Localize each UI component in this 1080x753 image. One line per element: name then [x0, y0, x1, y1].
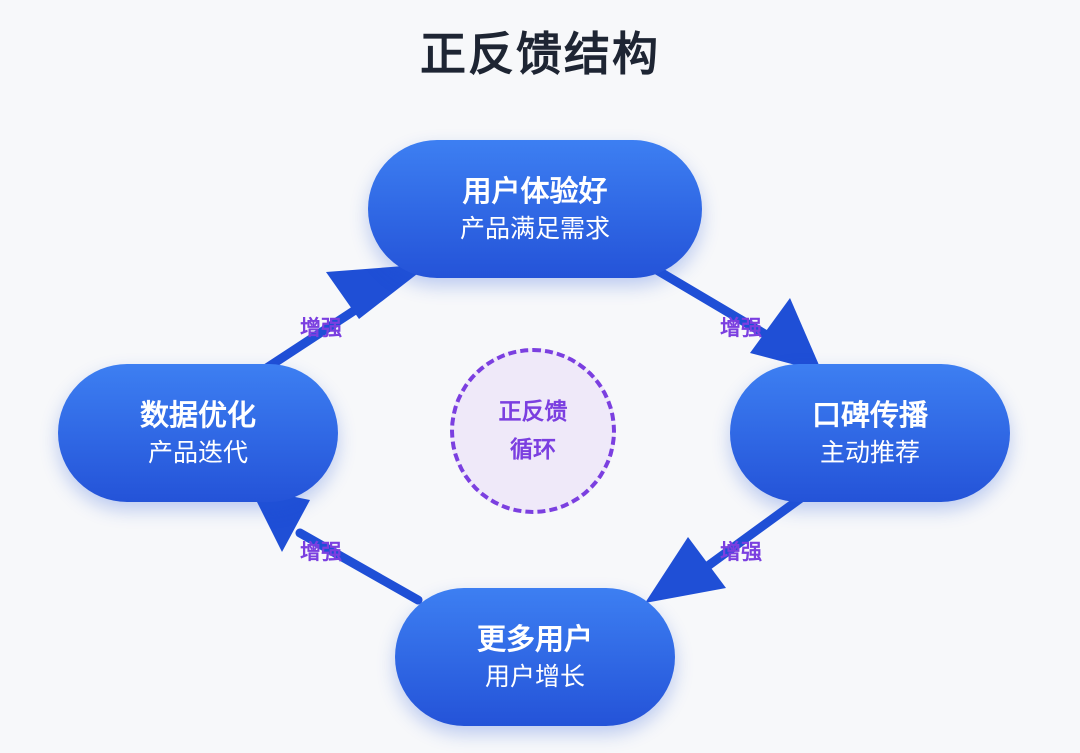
- arrowhead-left-to-top: [326, 264, 430, 319]
- node-word-of-mouth-desc: 主动推荐: [819, 438, 920, 467]
- node-data-optimization-name: 数据优化: [139, 398, 256, 432]
- arrowhead-top-to-right: [750, 298, 822, 372]
- arrowhead-right-to-bottom: [645, 537, 726, 603]
- node-word-of-mouth: 口碑传播 主动推荐: [730, 364, 1010, 502]
- arrow-right-to-bottom: [700, 485, 817, 573]
- node-more-users: 更多用户 用户增长: [395, 588, 675, 726]
- node-user-experience-name: 用户体验好: [462, 174, 608, 208]
- node-more-users-name: 更多用户: [476, 622, 593, 656]
- center-loop-badge: 正反馈 循环: [450, 348, 616, 514]
- arrow-bottom-to-left: [295, 528, 423, 605]
- node-data-optimization: 数据优化 产品迭代: [58, 364, 338, 502]
- arrowhead-bottom-to-left: [250, 488, 310, 552]
- edge-label-bottom-left: 增强: [300, 540, 342, 564]
- arrow-top-to-right: [645, 261, 780, 345]
- node-user-experience-desc: 产品满足需求: [459, 214, 610, 243]
- edge-label-left-top: 增强: [300, 316, 342, 340]
- node-word-of-mouth-name: 口碑传播: [811, 398, 928, 432]
- page-title: 正反馈结构: [420, 27, 660, 81]
- node-data-optimization-desc: 产品迭代: [147, 438, 248, 467]
- center-loop-line1: 正反馈: [498, 399, 568, 425]
- edge-label-top-right: 增强: [720, 316, 762, 340]
- node-more-users-desc: 用户增长: [484, 662, 585, 691]
- node-user-experience: 用户体验好 产品满足需求: [368, 140, 702, 278]
- edge-label-right-bottom: 增强: [720, 540, 762, 564]
- center-loop-line2: 循环: [510, 437, 556, 463]
